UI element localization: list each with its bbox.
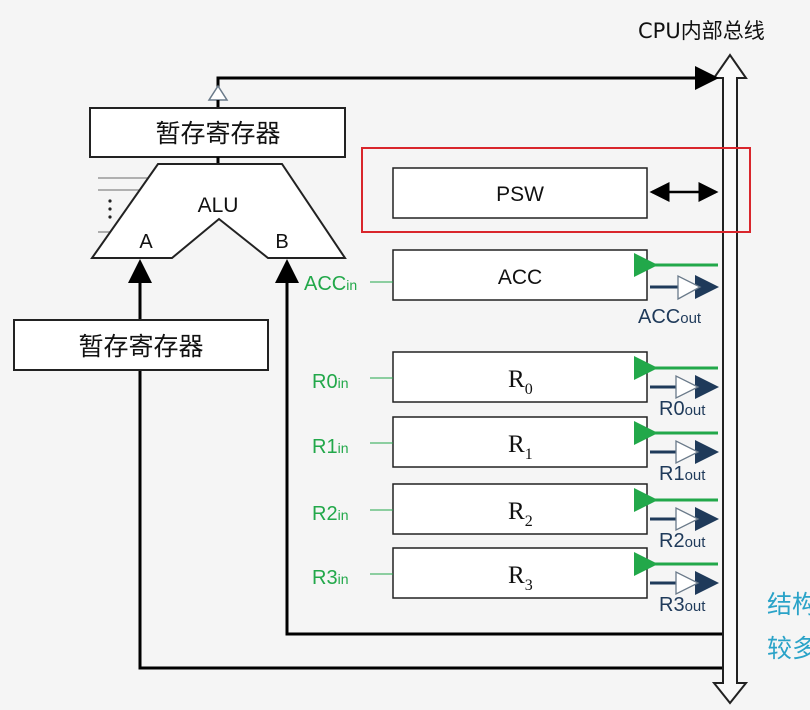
register-r2	[392, 483, 648, 535]
register-r2-label: R2	[508, 498, 533, 530]
bus-title: CPU内部总线	[638, 19, 765, 43]
r3-out-buffer-icon	[675, 570, 700, 596]
alu-label: ALU	[198, 194, 239, 217]
r3-out-label: R3out	[659, 594, 706, 616]
r0-out-label: R0out	[659, 398, 706, 420]
temp-register-top-label: 暂存寄存器	[155, 119, 280, 148]
buffer-triangle-icon	[207, 84, 229, 101]
r2-out-buffer-icon	[675, 506, 700, 532]
ellipsis-icon	[108, 199, 112, 219]
register-r1	[392, 416, 648, 468]
acc-in-label: ACCin	[304, 273, 357, 295]
r3-in-label: R3in	[312, 567, 348, 589]
psw-label: PSW	[496, 183, 544, 206]
r1-in-label: R1in	[312, 436, 348, 458]
r0-out-buffer-icon	[675, 374, 700, 400]
r0-in-label: R0in	[312, 371, 348, 393]
alu	[90, 163, 347, 259]
r1-out-buffer-icon	[675, 439, 700, 465]
psw-register	[392, 167, 648, 219]
register-r0-label: R0	[508, 366, 533, 398]
acc-label: ACC	[498, 266, 542, 289]
r1-out-label: R1out	[659, 463, 706, 485]
acc-out-buffer-icon	[677, 274, 702, 301]
alu-input-b: B	[275, 231, 288, 253]
side-note-line-2: 较多	[767, 634, 810, 663]
register-r1-label: R1	[508, 431, 533, 463]
register-r3	[392, 547, 648, 599]
side-note-line-1: 结构	[767, 590, 810, 619]
temp-register-bottom	[13, 319, 269, 371]
alu-output-line	[216, 66, 719, 90]
acc-out-label: ACCout	[638, 306, 702, 328]
register-r3-label: R3	[508, 562, 533, 594]
register-r0	[392, 351, 648, 403]
cpu-internal-bus	[711, 53, 749, 705]
r2-out-label: R2out	[659, 530, 706, 552]
acc-register	[392, 249, 648, 301]
alu-input-a: A	[139, 231, 153, 253]
temp-register-bottom-label: 暂存寄存器	[78, 332, 203, 361]
bus-to-alu-b-line	[275, 259, 722, 636]
bus-to-alu-a-line	[128, 259, 722, 670]
r2-in-label: R2in	[312, 503, 348, 525]
psw-highlight-box	[361, 147, 751, 233]
